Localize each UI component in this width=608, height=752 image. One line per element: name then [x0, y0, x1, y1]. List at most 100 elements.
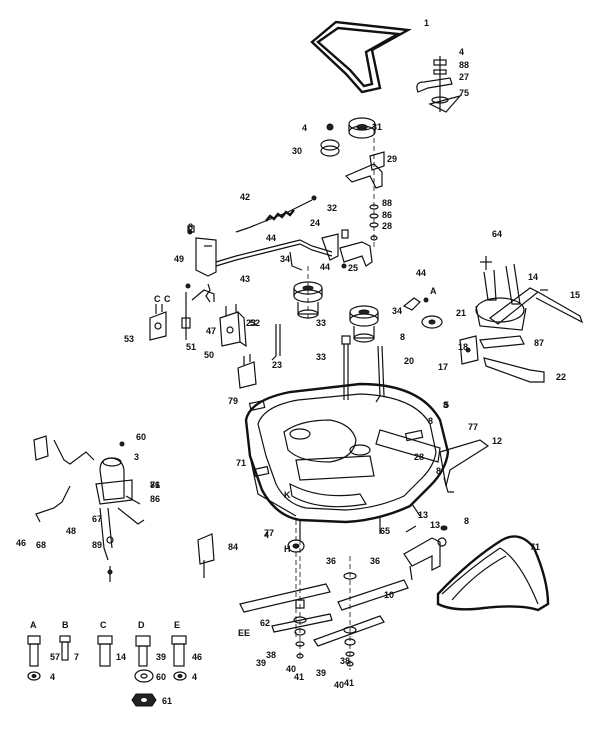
- callout-label: C: [154, 294, 161, 304]
- gauge-wheel-77: [287, 520, 305, 640]
- front-bracket-14: [475, 256, 540, 331]
- callout-label: 86: [150, 480, 160, 490]
- callout-label: 31: [372, 122, 382, 132]
- idler-arm-29: [344, 151, 385, 189]
- callout-label: 79: [228, 396, 238, 406]
- callout-label: 38: [340, 656, 350, 666]
- spring-42: [235, 195, 317, 233]
- callout-label: 88: [382, 198, 392, 208]
- callout-label: 46: [16, 538, 26, 548]
- key-letter: A: [30, 620, 37, 630]
- callout-label: 77: [264, 528, 274, 538]
- bracket-50: [219, 304, 247, 348]
- blade-right: [313, 615, 385, 647]
- callout-label: 4: [459, 47, 464, 57]
- callout-label: 44: [266, 233, 276, 243]
- discharge-chute-71: [436, 535, 550, 612]
- callout-label: 17: [438, 362, 448, 372]
- callout-label: 53: [124, 334, 134, 344]
- callout-label: 34: [280, 254, 290, 264]
- callout-label: 33: [316, 318, 326, 328]
- callout-label: 8: [464, 516, 469, 526]
- callout-label: 65: [380, 526, 390, 536]
- callout-label: 33: [316, 352, 326, 362]
- callout-label: 27: [459, 72, 469, 82]
- key-washer: 60: [156, 672, 166, 682]
- callout-label: 41: [344, 678, 354, 688]
- mower-deck-housing: [244, 382, 450, 540]
- key-number: 7: [74, 652, 79, 662]
- callout-label: 42: [240, 192, 250, 202]
- callout-label: 86: [150, 494, 160, 504]
- callout-label: 8: [188, 222, 193, 232]
- callout-label: 38: [266, 650, 276, 660]
- callout-label: 77: [468, 422, 478, 432]
- callout-label: K: [284, 490, 291, 500]
- bracket-64: [197, 533, 215, 578]
- callout-label: 75: [459, 88, 469, 98]
- spring-47-bracket-51: [181, 283, 215, 340]
- callout-label: 8: [436, 466, 441, 476]
- callout-label: 41: [294, 672, 304, 682]
- callout-label: 4: [302, 123, 307, 133]
- callout-label: 40: [286, 664, 296, 674]
- callout-label: 18: [458, 342, 468, 352]
- callout-label: 12: [492, 436, 502, 446]
- block-12: [252, 465, 270, 478]
- key-letter: B: [62, 620, 69, 630]
- bracket-49: [187, 225, 217, 277]
- callout-label: 84: [228, 542, 238, 552]
- callout-label: 29: [387, 154, 397, 164]
- callout-label: 86: [382, 210, 392, 220]
- callout-label: 71: [236, 458, 246, 468]
- bolt-c: [97, 635, 113, 667]
- callout-label: 24: [310, 218, 320, 228]
- callout-label: 43: [240, 274, 250, 284]
- callout-label: 28: [414, 452, 424, 462]
- bracket-53: [149, 304, 167, 341]
- callout-label: 52: [250, 318, 260, 328]
- spindle-pulley-left: [293, 266, 323, 322]
- rod-17: [483, 357, 545, 383]
- spacer-stack: [369, 130, 379, 250]
- bracket-20: [459, 335, 479, 365]
- callout-label: 47: [206, 326, 216, 336]
- callout-label: 8: [428, 416, 433, 426]
- plate-18: [479, 335, 525, 349]
- callout-label: 48: [66, 526, 76, 536]
- callout-label: E: [244, 628, 250, 638]
- callout-label: 34: [392, 306, 402, 316]
- pulley-31: [348, 117, 376, 139]
- bolt-d: [131, 635, 157, 707]
- bracket-3: [439, 439, 490, 493]
- callout-label: H: [284, 544, 291, 554]
- callout-label: 62: [260, 618, 270, 628]
- callout-label: 3: [134, 452, 139, 462]
- callout-label: 49: [174, 254, 184, 264]
- callout-label: 71: [150, 480, 160, 490]
- key-letter: E: [174, 620, 180, 630]
- callout-label: 13: [418, 510, 428, 520]
- callout-label: 1: [424, 18, 429, 28]
- key-washer: 4: [192, 672, 197, 682]
- bolt-b: [59, 635, 71, 661]
- key-letter: D: [138, 620, 145, 630]
- callout-label: 20: [404, 356, 414, 366]
- callout-label: 30: [292, 146, 302, 156]
- key-letter: C: [100, 620, 107, 630]
- rod-33-right: [375, 345, 385, 403]
- block-23-upper: [248, 399, 266, 412]
- callout-label: 14: [528, 272, 538, 282]
- bracket-52: [237, 354, 257, 389]
- callout-label: 13: [430, 520, 440, 530]
- callout-label: 4: [264, 530, 269, 540]
- bolt-a: [27, 635, 41, 681]
- blade-spindle-right: [343, 556, 357, 670]
- key-number: 57: [50, 652, 60, 662]
- callout-label: 51: [186, 342, 196, 352]
- callout-label: 67: [92, 514, 102, 524]
- bracket-13: [403, 525, 448, 581]
- callout-label: 15: [570, 290, 580, 300]
